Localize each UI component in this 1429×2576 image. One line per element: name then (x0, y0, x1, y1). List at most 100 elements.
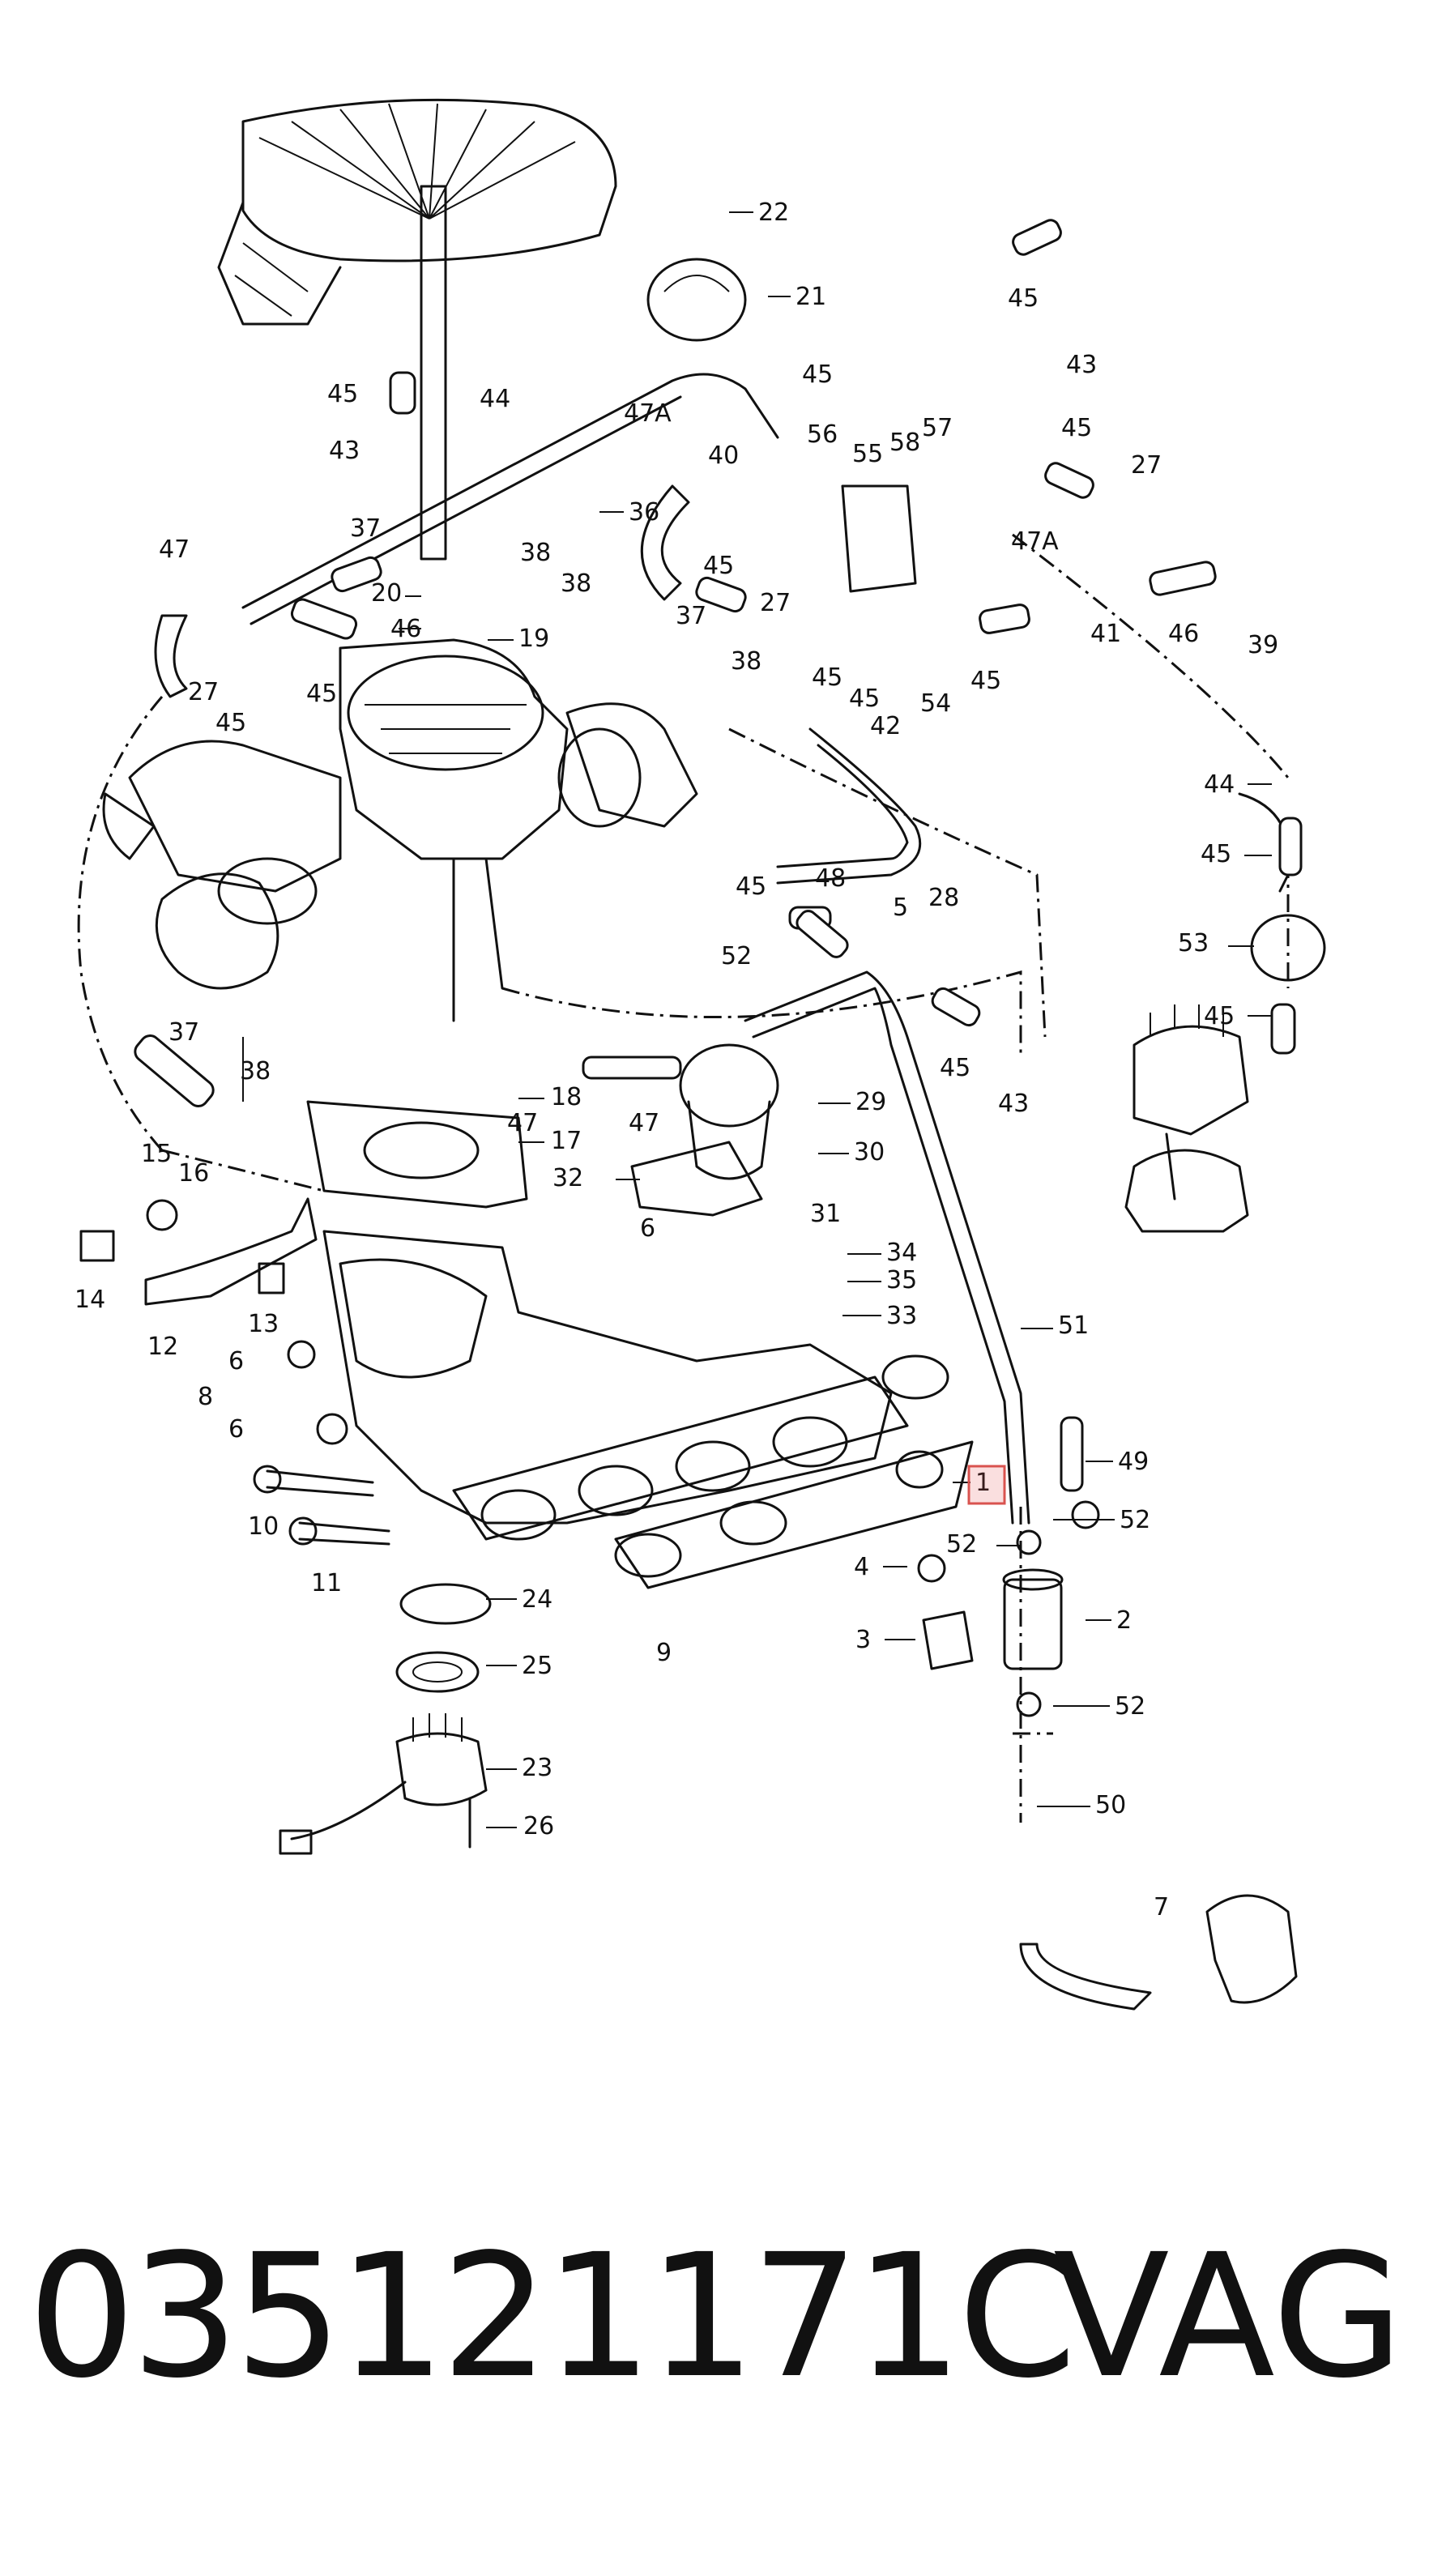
intake-manifold-left (102, 702, 698, 990)
label-38b: 38 (561, 569, 591, 598)
label-45l: 45 (1201, 840, 1231, 868)
label-51: 51 (1058, 1311, 1089, 1340)
label-47c: 47 (629, 1109, 659, 1137)
label-5: 5 (893, 893, 908, 922)
label-38c: 38 (731, 647, 761, 676)
label-17: 17 (551, 1127, 582, 1155)
label-10: 10 (248, 1512, 279, 1541)
label-58: 58 (889, 429, 920, 457)
label-13: 13 (248, 1310, 279, 1338)
highlight-box (967, 1465, 1006, 1505)
label-37c: 37 (168, 1018, 199, 1047)
label-57: 57 (922, 414, 953, 442)
label-1: 1 (975, 1469, 991, 1497)
label-45k: 45 (736, 872, 766, 901)
label-37b: 37 (676, 602, 706, 630)
label-45: 45 (1008, 284, 1039, 313)
label-32: 32 (552, 1164, 583, 1192)
label-41: 41 (1090, 620, 1121, 648)
label-42: 42 (870, 712, 901, 740)
label-45g: 45 (849, 685, 880, 713)
vacuum-units (646, 258, 1326, 2004)
label-31: 31 (810, 1200, 841, 1228)
label-45i: 45 (215, 709, 246, 737)
label-48: 48 (815, 864, 846, 893)
label-21: 21 (796, 283, 826, 311)
hose-pieces (134, 219, 1303, 1492)
label-44b: 44 (1204, 770, 1235, 799)
bracket-and-fasteners (79, 1197, 390, 1546)
label-6: 6 (228, 1347, 244, 1375)
label-29: 29 (855, 1088, 886, 1116)
label-50: 50 (1095, 1791, 1126, 1819)
label-45n: 45 (940, 1054, 970, 1082)
label-35: 35 (886, 1266, 917, 1294)
label-33: 33 (886, 1302, 917, 1330)
label-38: 38 (520, 539, 551, 567)
brand-name: VAG (1053, 2217, 1404, 2416)
label-24: 24 (522, 1585, 552, 1614)
label-52d: 52 (721, 942, 752, 970)
vacuum-line-routing (77, 533, 1290, 1823)
label-3: 3 (855, 1626, 871, 1654)
label-27c: 27 (1131, 451, 1162, 480)
label-18: 18 (551, 1083, 582, 1111)
label-45d: 45 (1061, 414, 1092, 442)
label-40: 40 (708, 441, 739, 470)
label-52c: 52 (1115, 1692, 1145, 1721)
label-46b: 46 (1168, 620, 1199, 648)
label-39: 39 (1248, 631, 1278, 659)
label-26: 26 (523, 1812, 554, 1840)
label-43b: 43 (1066, 351, 1097, 379)
seals-and-connector (279, 1583, 492, 1855)
label-53: 53 (1178, 929, 1209, 957)
label-36: 36 (629, 498, 659, 527)
label-38d: 38 (240, 1057, 271, 1085)
label-45c: 45 (802, 360, 833, 389)
label-43: 43 (329, 437, 360, 465)
label-45j: 45 (306, 680, 337, 708)
label-6b: 6 (228, 1415, 244, 1444)
label-27b: 27 (760, 589, 791, 617)
label-47Ab: 47A (1011, 527, 1059, 556)
label-25: 25 (522, 1652, 552, 1680)
label-15: 15 (141, 1140, 172, 1168)
label-6c: 6 (640, 1214, 655, 1243)
label-23: 23 (522, 1754, 552, 1782)
air-cleaner-housing (217, 98, 617, 326)
label-49: 49 (1118, 1448, 1149, 1476)
label-43c: 43 (998, 1090, 1029, 1118)
label-52: 52 (946, 1530, 977, 1559)
label-45f: 45 (812, 663, 842, 692)
label-45m: 45 (1204, 1002, 1235, 1030)
label-19: 19 (518, 625, 549, 653)
carburettor-assembly (339, 185, 569, 1022)
label-27: 27 (188, 678, 219, 706)
label-4: 4 (854, 1553, 869, 1581)
callout-labels: 1 2 3 4 5 6 6 6 7 8 9 10 11 12 13 14 15 … (75, 198, 1278, 1921)
label-34: 34 (886, 1239, 917, 1267)
label-28: 28 (928, 884, 959, 912)
label-52b: 52 (1120, 1506, 1150, 1534)
label-14: 14 (75, 1286, 105, 1314)
label-11: 11 (311, 1569, 342, 1597)
label-55: 55 (852, 440, 883, 468)
label-44: 44 (480, 385, 510, 413)
label-37: 37 (350, 514, 381, 543)
label-16: 16 (178, 1159, 209, 1188)
label-9: 9 (656, 1639, 672, 1667)
label-47A: 47A (624, 399, 672, 428)
label-45h: 45 (970, 667, 1001, 695)
part-number: 035121171C (28, 2217, 1077, 2416)
label-20: 20 (371, 579, 402, 608)
label-8: 8 (198, 1383, 213, 1411)
distributor (1133, 1004, 1249, 1201)
label-22: 22 (758, 198, 789, 227)
label-47b: 47 (507, 1109, 538, 1137)
lower-manifold (306, 1100, 974, 1589)
label-47: 47 (159, 535, 190, 564)
label-45e: 45 (703, 552, 734, 580)
label-54: 54 (920, 689, 951, 718)
label-56: 56 (807, 420, 838, 449)
label-12: 12 (147, 1333, 178, 1361)
